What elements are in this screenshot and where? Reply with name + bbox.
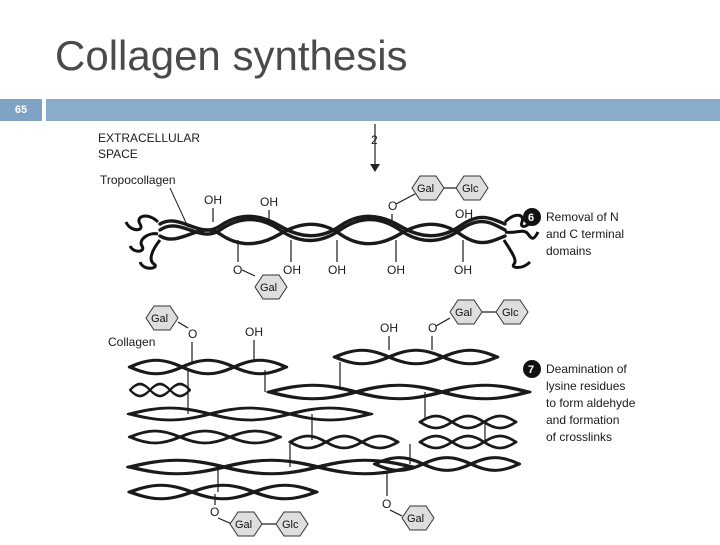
step-7-text-line1: Deamination of (546, 362, 627, 376)
galactose-sugar: Gal (411, 175, 445, 201)
step-7-text-line2: lysine residues (546, 379, 625, 393)
galactose-sugar: Gal (401, 505, 435, 531)
step-7-annotation: 7 Deamination of lysine residues to form… (523, 360, 636, 444)
gal-label: Gal (235, 519, 252, 531)
step-7-text-line4: and formation (546, 413, 619, 427)
glc-label: Glc (462, 183, 479, 195)
hydroxyl-label: OH (260, 195, 278, 209)
tropocollagen-helix (158, 214, 507, 246)
step-7-text-line5: of crosslinks (546, 430, 612, 444)
title-bar (46, 99, 720, 121)
hydroxyl-label: OH (455, 207, 473, 221)
gal-label: Gal (260, 282, 277, 294)
oxygen-label: O (233, 263, 242, 277)
step-6-text-line3: domains (546, 244, 591, 258)
slide-number: 65 (0, 99, 42, 121)
step-6-annotation: 6 Removal of N and C terminal domains (523, 208, 624, 258)
arrow-step-label: 2 (371, 133, 378, 147)
gal-label: Gal (455, 307, 472, 319)
collagen-label: Collagen (108, 335, 155, 349)
glucose-sugar: Glc (275, 511, 309, 537)
extracellular-label-line1: EXTRACELLULAR (98, 131, 200, 145)
galactose-sugar: Gal (449, 299, 483, 325)
oxygen-label: O (388, 199, 397, 213)
glucose-sugar: Glc (455, 175, 489, 201)
gal-label: Gal (417, 183, 434, 195)
extracellular-label-line2: SPACE (98, 147, 138, 161)
collagen-diagram: EXTRACELLULAR SPACE 2 Tropocollagen OH O… (90, 122, 670, 540)
collagen-fibril (130, 350, 528, 499)
glc-label: Glc (282, 519, 299, 531)
galactose-sugar: Gal (254, 274, 288, 300)
galactose-sugar: Gal (145, 305, 179, 331)
gal-label: Gal (151, 313, 168, 325)
oxygen-label: O (428, 321, 437, 335)
hydroxyl-label: OH (387, 263, 405, 277)
hydroxyl-label: OH (328, 263, 346, 277)
gal-label: Gal (407, 513, 424, 525)
step-7-number: 7 (528, 364, 534, 376)
hydroxyl-label: OH (283, 263, 301, 277)
n-terminal-propeptides (124, 214, 162, 270)
tropocollagen-pointer (169, 187, 189, 228)
tropocollagen-label: Tropocollagen (100, 173, 176, 187)
step-6-badge (523, 208, 541, 226)
hydroxyl-label: OH (454, 263, 472, 277)
slide-title: Collagen synthesis (55, 32, 408, 79)
collagen-diagram-svg: EXTRACELLULAR SPACE 2 Tropocollagen OH O… (98, 124, 636, 537)
step-6-number: 6 (528, 212, 534, 224)
oxygen-label: O (188, 327, 197, 341)
oxygen-label: O (210, 505, 219, 519)
glucose-sugar: Glc (495, 299, 529, 325)
step-6-text-line1: Removal of N (546, 210, 619, 224)
glc-label: Glc (502, 307, 519, 319)
hydroxyl-label: OH (380, 321, 398, 335)
galactose-sugar: Gal (229, 511, 263, 537)
oxygen-label: O (382, 497, 391, 511)
step-7-badge (523, 360, 541, 378)
process-arrow-head (370, 164, 380, 172)
hydroxyl-label: OH (245, 325, 263, 339)
step-7-text-line3: to form aldehyde (546, 396, 636, 410)
step-6-text-line2: and C terminal (546, 227, 624, 241)
hydroxyl-label: OH (204, 193, 222, 207)
